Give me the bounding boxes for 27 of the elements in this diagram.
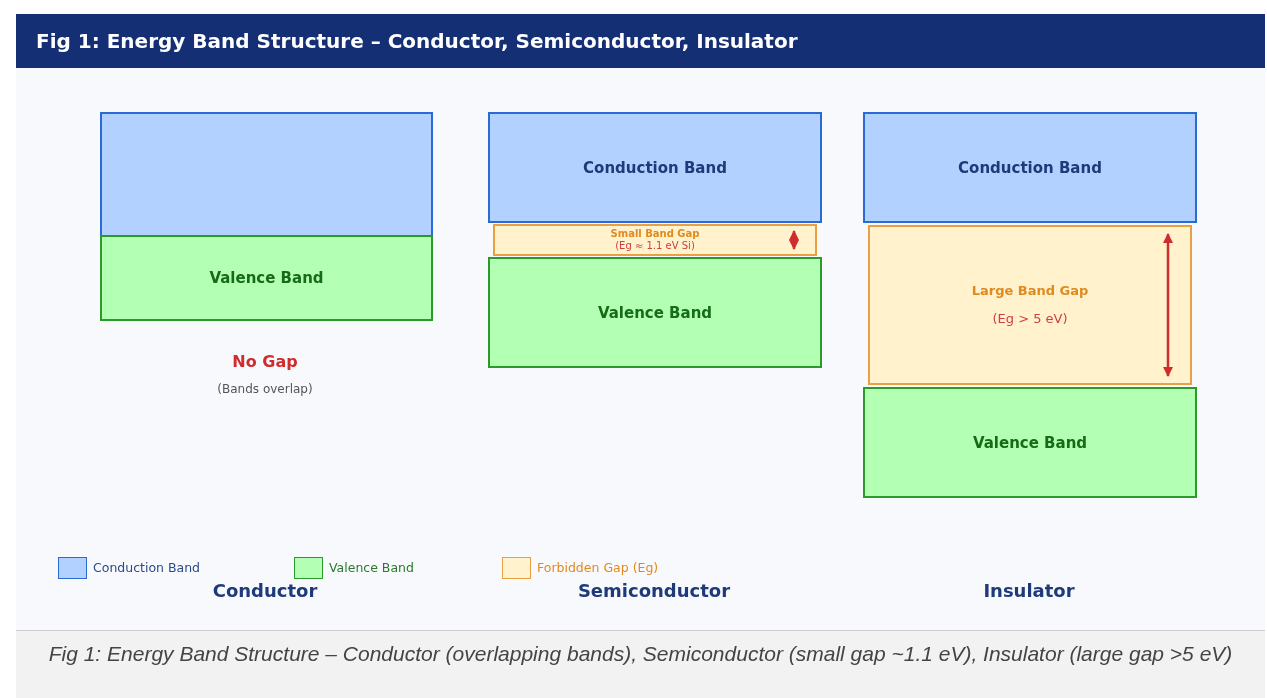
band-label: Conduction Band [958, 157, 1102, 179]
conduction-band-shape [100, 112, 433, 237]
note-heading: No Gap [231, 352, 299, 371]
valence-band [488, 257, 822, 368]
valence-band [863, 387, 1197, 498]
band-gap [493, 224, 817, 256]
band-label: Valence Band [597, 302, 713, 324]
conduction-band [488, 112, 822, 223]
band-label: Valence Band [972, 432, 1088, 454]
band-label: Large Band Gap [971, 282, 1089, 300]
band-label: Small Band Gap [610, 228, 700, 240]
legend-label: Forbidden Gap (Eg) [537, 560, 659, 575]
note-text: (Bands overlap) [216, 382, 314, 396]
column-heading: Conductor [211, 580, 319, 601]
column-heading: Semiconductor [576, 580, 732, 601]
legend-label: Conduction Band [93, 560, 201, 575]
band-gap [868, 225, 1192, 385]
legend-label: Valence Band [329, 560, 414, 575]
column-heading: Insulator [982, 580, 1076, 601]
title-bar: Fig 1: Energy Band Structure – Conductor, Semiconductor, Insulator [16, 14, 1265, 68]
valence-band [100, 235, 433, 321]
gap-value: (Eg ≈ 1.1 eV Si) [615, 240, 695, 252]
band-label: Conduction Band [583, 157, 727, 179]
band-label: Valence Band [209, 268, 324, 289]
figure-caption: Fig 1: Energy Band Structure – Conductor (overlapping bands), Semiconductor (small gap ~1.1 eV), Insulator (large gap >5 eV) [16, 630, 1265, 698]
conduction-band [863, 112, 1197, 223]
gap-value: (Eg > 5 eV) [992, 310, 1068, 328]
